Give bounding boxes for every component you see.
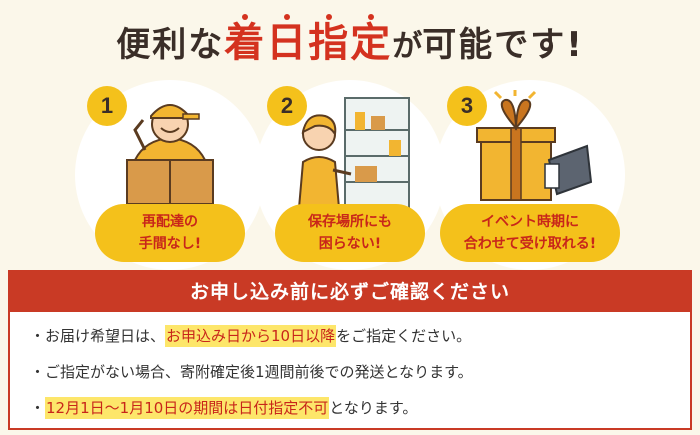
notice-text: ・お届け希望日は、 bbox=[30, 327, 166, 345]
notice-heading: お申し込み前に必ずご確認ください bbox=[10, 272, 690, 312]
step-1: 1 再配達の 手間なし! bbox=[75, 80, 265, 270]
delivery-person-icon bbox=[126, 104, 214, 205]
notice-item: ・12月1日～1月10日の期間は日付指定不可となります。 bbox=[30, 390, 690, 426]
notice-text: をご指定ください。 bbox=[336, 327, 472, 345]
woman-fridge-icon bbox=[297, 97, 410, 209]
notice-text: となります。 bbox=[329, 399, 418, 417]
steps-row: 1 再配達の 手間なし! 2 保存場所にも 困らない! bbox=[0, 80, 700, 270]
step-label: イベント時期に 合わせて受け取れる! bbox=[440, 204, 620, 262]
page-title: 便利な着日指定が可能です! bbox=[0, 10, 700, 70]
title-accent-text: 着日指定 bbox=[224, 20, 393, 66]
notice-item: ・お届け希望日は、お申込み日から10日以降をご指定ください。 bbox=[30, 318, 690, 354]
title-part3: 可能です! bbox=[422, 25, 584, 65]
title-accent: 着日指定 bbox=[224, 14, 393, 66]
title-part2: が bbox=[392, 29, 423, 64]
gift-box-icon bbox=[476, 90, 593, 201]
step-number-badge: 3 bbox=[447, 86, 487, 126]
step-label: 再配達の 手間なし! bbox=[95, 204, 245, 262]
notice-highlight: お申込み日から10日以降 bbox=[165, 325, 337, 347]
notice-box: お申し込み前に必ずご確認ください ・お届け希望日は、お申込み日から10日以降をご… bbox=[8, 270, 692, 430]
title-part1: 便利な bbox=[116, 25, 225, 65]
step-2: 2 保存場所にも 困らない! bbox=[255, 80, 445, 270]
step-number-badge: 2 bbox=[267, 86, 307, 126]
step-number-badge: 1 bbox=[87, 86, 127, 126]
notice-item: ・ご指定がない場合、寄附確定後1週間前後での発送となります。 bbox=[30, 354, 690, 390]
emphasis-dots bbox=[224, 14, 392, 20]
notice-list: ・お届け希望日は、お申込み日から10日以降をご指定ください。 ・ご指定がない場合… bbox=[10, 312, 690, 426]
step-3: 3 イベント時期に 合わせて受け取れる! bbox=[435, 80, 625, 270]
notice-text: ・ご指定がない場合、寄附確定後1週間前後での発送となります。 bbox=[30, 363, 473, 381]
notice-text: ・ bbox=[30, 399, 46, 417]
notice-highlight: 12月1日～1月10日の期間は日付指定不可 bbox=[45, 397, 330, 419]
step-label: 保存場所にも 困らない! bbox=[275, 204, 425, 262]
